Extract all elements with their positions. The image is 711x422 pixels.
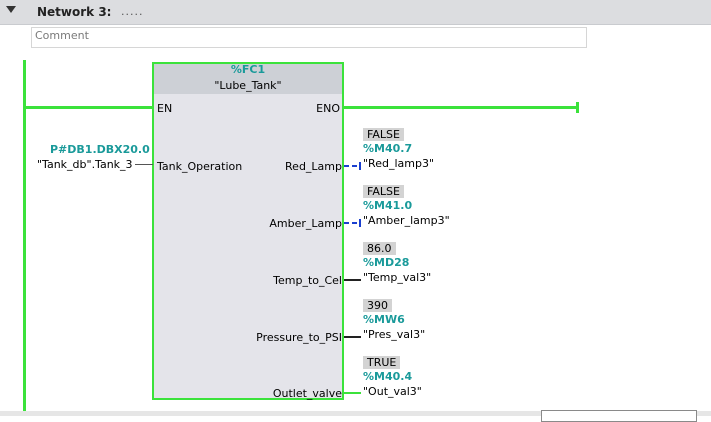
output-symbol[interactable]: "Temp_val3" xyxy=(363,271,432,284)
en-label: EN xyxy=(157,102,173,115)
eno-label: ENO xyxy=(316,102,340,115)
network-header[interactable] xyxy=(0,0,711,25)
output-value: 390 xyxy=(363,299,392,312)
output-value: TRUE xyxy=(363,356,401,369)
network-title: Network 3: xyxy=(37,5,112,19)
port-temp-to-cel: Temp_to_Cel xyxy=(273,274,342,287)
port-red-lamp: Red_Lamp xyxy=(285,160,342,173)
collapse-chevron-icon[interactable] xyxy=(6,6,16,13)
output-wire-end xyxy=(359,219,361,227)
network-title-placeholder[interactable]: ..... xyxy=(121,5,144,18)
block-name: "Lube_Tank" xyxy=(214,79,282,92)
output-wire xyxy=(344,392,361,394)
power-rail xyxy=(23,60,26,412)
output-wire xyxy=(344,336,361,338)
comment-placeholder: Comment xyxy=(35,29,89,42)
port-pressure-to-psi: Pressure_to_PSI xyxy=(256,331,342,344)
port-amber-lamp: Amber_Lamp xyxy=(269,217,342,230)
output-address: %M40.7 xyxy=(363,142,413,155)
output-value: 86.0 xyxy=(363,242,396,255)
port-tank-operation: Tank_Operation xyxy=(157,160,243,173)
output-value: FALSE xyxy=(363,128,404,141)
eno-wire[interactable] xyxy=(344,106,578,109)
output-symbol[interactable]: "Out_val3" xyxy=(363,385,422,398)
output-symbol[interactable]: "Red_lamp3" xyxy=(363,157,435,170)
output-wire-end xyxy=(359,162,361,170)
comment-field[interactable] xyxy=(31,27,587,48)
output-wire xyxy=(344,279,361,281)
output-address: %MD28 xyxy=(363,256,410,269)
function-block-header xyxy=(154,64,342,94)
output-address: %M41.0 xyxy=(363,199,413,212)
eno-wire-end xyxy=(576,102,579,113)
output-address: %MW6 xyxy=(363,313,405,326)
input-wire xyxy=(135,164,153,165)
output-wire xyxy=(344,222,360,224)
block-address: %FC1 xyxy=(230,63,266,76)
output-address: %M40.4 xyxy=(363,370,413,383)
input-symbol[interactable]: "Tank_db".Tank_3 xyxy=(37,158,133,171)
port-outlet-valve: Outlet_valve xyxy=(272,387,342,400)
status-strip xyxy=(0,411,711,416)
output-symbol[interactable]: "Amber_lamp3" xyxy=(363,214,450,227)
en-wire[interactable] xyxy=(23,106,153,109)
output-symbol[interactable]: "Pres_val3" xyxy=(363,328,426,341)
output-value: FALSE xyxy=(363,185,404,198)
zoom-select[interactable] xyxy=(541,410,697,422)
function-block[interactable] xyxy=(152,62,344,400)
output-wire xyxy=(344,165,360,167)
input-address: P#DB1.DBX20.0 xyxy=(50,143,150,156)
